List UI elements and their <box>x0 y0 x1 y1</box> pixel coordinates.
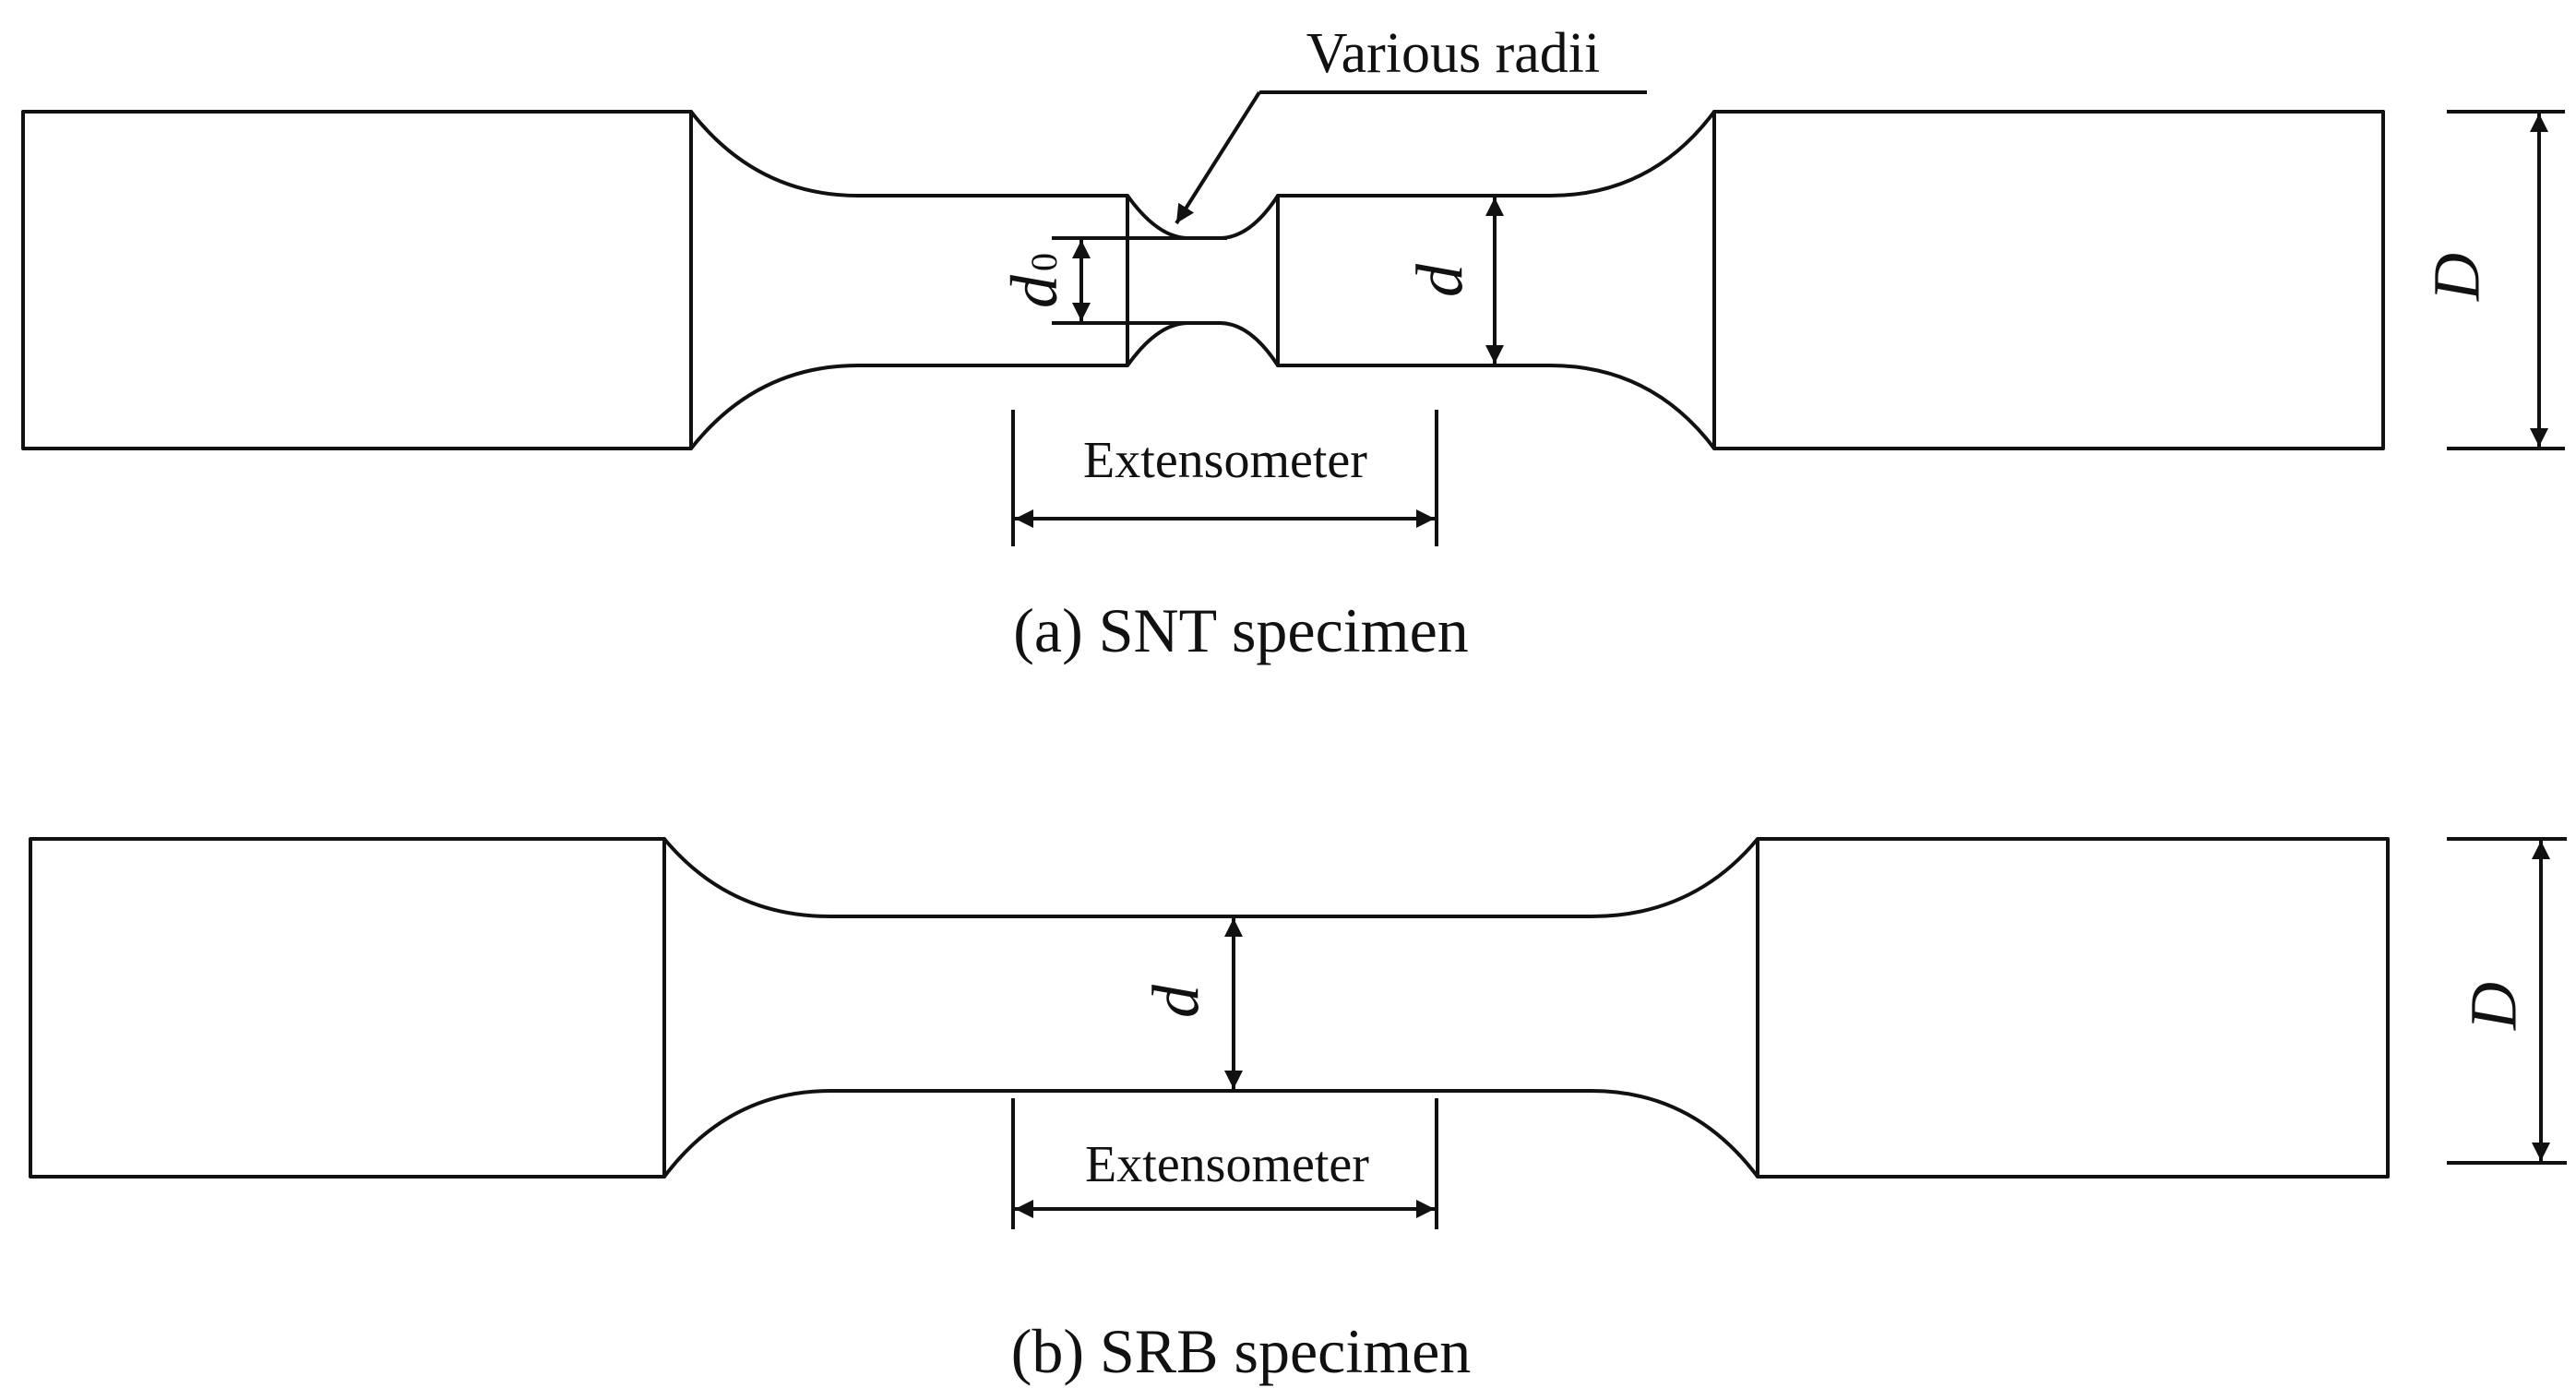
snt-D-symbol: D <box>2420 253 2494 302</box>
srb-D-symbol: D <box>2457 982 2531 1031</box>
snt-right-shoulder <box>1276 110 1716 450</box>
snt-notch-bottom <box>1126 321 1280 367</box>
snt-callout-label: Various radii <box>1306 22 1601 85</box>
panel-a-snt: d0 d D Various radii Extensometer (a) SN… <box>21 22 2565 665</box>
srb-caption: (b) SRB specimen <box>1011 1316 1472 1386</box>
snt-d0-letter: d <box>997 274 1071 308</box>
snt-d0-subscript: 0 <box>1023 253 1065 271</box>
snt-caption: (a) SNT specimen <box>1013 595 1469 665</box>
snt-notch-top <box>1126 194 1280 240</box>
srb-upper-profile <box>662 837 1759 918</box>
srb-right-grip <box>1756 837 2390 1179</box>
snt-d0-symbol: d0 <box>997 253 1071 308</box>
snt-left-shoulder-top <box>689 110 1129 450</box>
srb-ext-label: Extensometer <box>1085 1136 1369 1193</box>
snt-left-grip <box>21 110 693 450</box>
snt-ext-label: Extensometer <box>1083 432 1367 489</box>
srb-d-symbol: d <box>1139 984 1213 1018</box>
panel-b-srb: d D Extensometer (b) SRB specimen <box>29 837 2567 1386</box>
snt-d-symbol: d <box>1403 263 1477 297</box>
snt-callout-leader <box>1175 90 1261 225</box>
srb-left-grip <box>29 837 666 1179</box>
srb-lower-profile <box>662 1089 1759 1179</box>
snt-right-grip <box>1712 110 2385 450</box>
